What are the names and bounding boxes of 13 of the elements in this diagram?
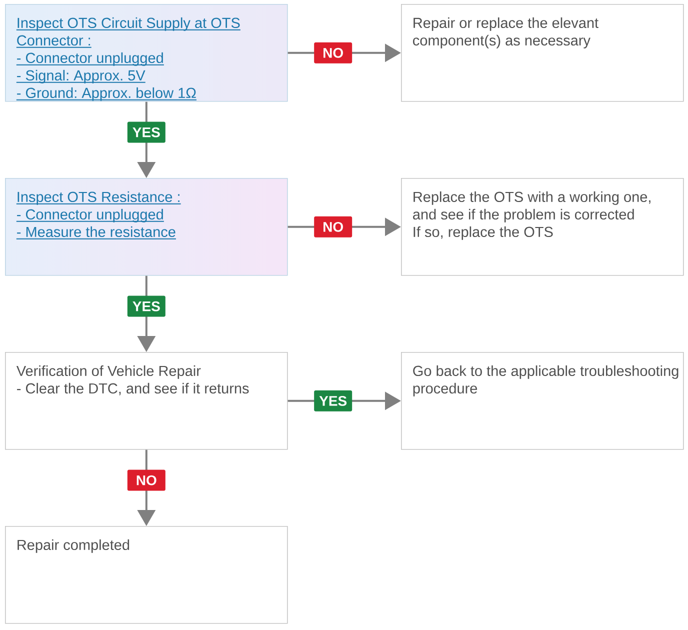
process-box: Repair completed xyxy=(5,526,288,624)
process-box: Inspect OTS Resistance : - Connector unplugged - Measure the resistance xyxy=(5,178,288,276)
process-box: Go back to the applicable troubleshooting procedure xyxy=(401,352,684,450)
edge-label: YES xyxy=(127,122,166,143)
edge-label: NO xyxy=(127,470,166,491)
process-box: Verification of Vehicle Repair - Clear the DTC, and see if it returns xyxy=(5,352,288,450)
process-box: Repair or replace the elevant component(s) as necessary xyxy=(401,4,684,102)
process-box: Inspect OTS Circuit Supply at OTS Connector : - Connector unplugged - Signal: Approx. 5V - Ground: Approx. below 1Ω xyxy=(5,4,288,102)
edge-label: NO xyxy=(314,42,352,64)
process-box: Replace the OTS with a working one, and see if the problem is corrected If so, replace the OTS xyxy=(401,178,684,276)
edge-label: NO xyxy=(314,216,352,238)
edge-label: YES xyxy=(127,296,166,317)
edge-label: YES xyxy=(314,390,352,412)
